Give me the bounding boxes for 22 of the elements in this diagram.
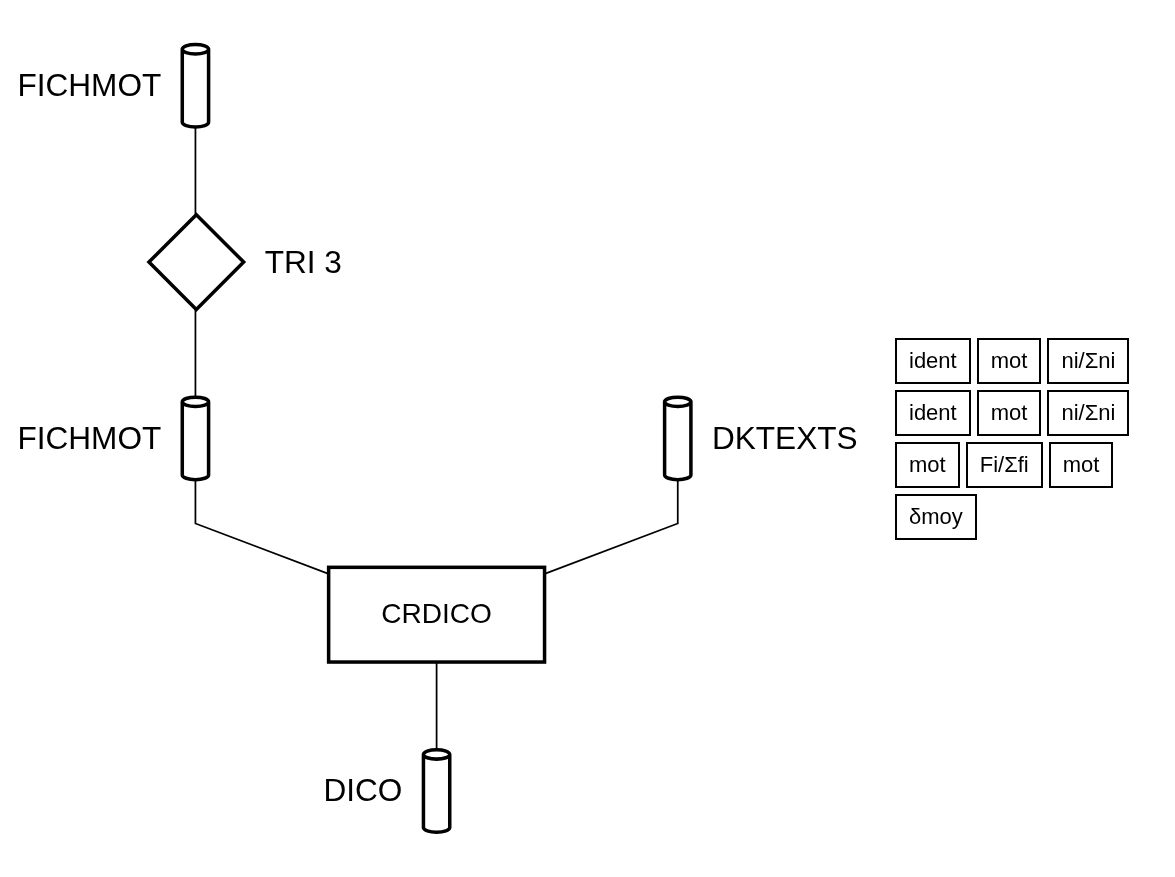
- node-cylinder: [180, 42, 211, 129]
- connector: [194, 126, 197, 216]
- table-cell-text: ident: [895, 389, 971, 436]
- node-cylinder: [421, 748, 452, 835]
- table-cell-text: mot: [1048, 441, 1114, 488]
- table-cell-text: ident: [895, 337, 971, 384]
- table-cell-text: ni/Σni: [1047, 389, 1130, 436]
- table-cell-text: δmoy: [895, 493, 977, 540]
- table-cell-text: mot: [976, 389, 1042, 436]
- table-cell-text: Fi/Σfi: [965, 441, 1043, 488]
- node-cylinder: [662, 395, 693, 482]
- table-cell-text: mot: [976, 337, 1042, 384]
- node-caption: FICHMOT: [17, 67, 162, 104]
- node-cylinder: [180, 395, 211, 482]
- node-diamond: [146, 212, 247, 313]
- table-cell-text: ni/Σni: [1047, 337, 1130, 384]
- node-box: CRDICO: [326, 565, 547, 664]
- node-caption: FICHMOT: [17, 420, 162, 456]
- table-cell-text: mot: [895, 441, 960, 488]
- node-caption: TRI 3: [264, 243, 342, 280]
- node-caption: DKTEXTS: [711, 420, 858, 456]
- node-caption: DICO: [323, 772, 403, 809]
